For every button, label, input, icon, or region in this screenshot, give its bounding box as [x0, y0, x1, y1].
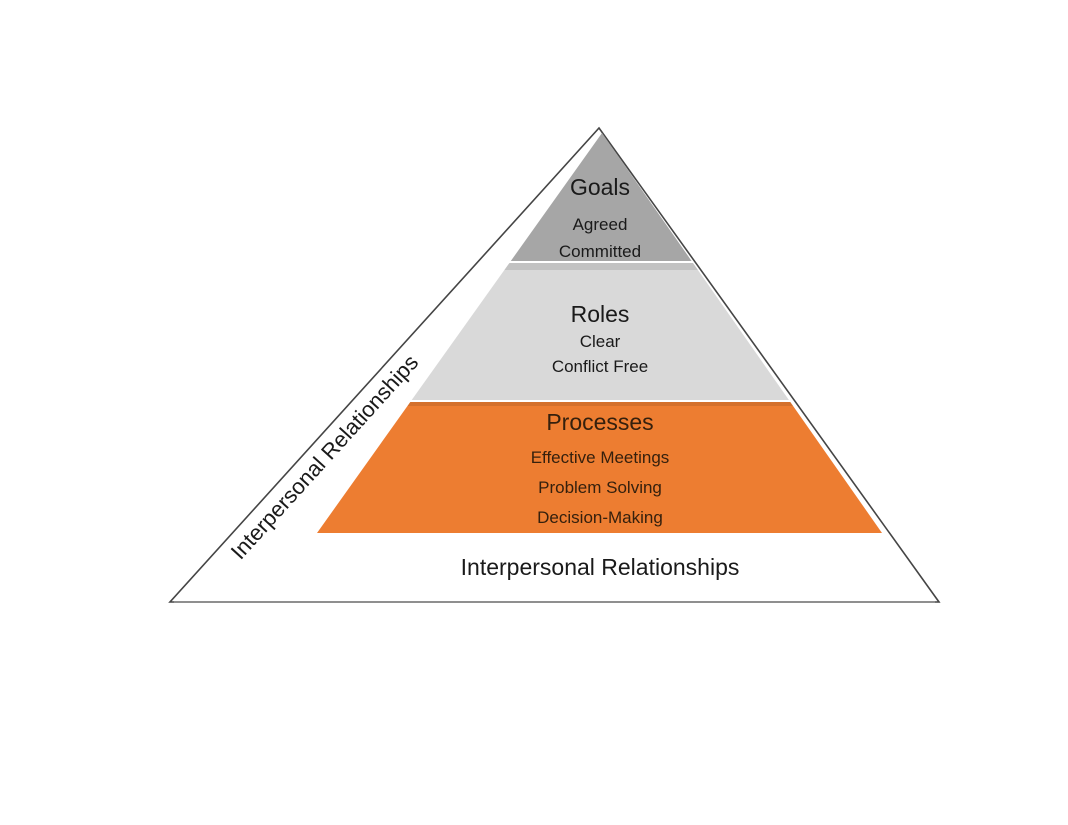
layer-roles-item-clear: Clear [580, 332, 621, 351]
layer-processes-item-effective-meetings: Effective Meetings [531, 448, 670, 467]
layer-roles-shape [411, 263, 789, 400]
layer-processes-shape [317, 402, 882, 533]
layer-processes-top-shade [407, 402, 794, 406]
layer-goals-item-agreed: Agreed [573, 215, 628, 234]
layer-roles-item-conflict-free: Conflict Free [552, 357, 648, 376]
layer-goals-shape [510, 133, 692, 261]
base-label-interpersonal-relationships: Interpersonal Relationships [461, 554, 740, 580]
layer-goals-item-committed: Committed [559, 242, 641, 261]
layer-processes-item-decision-making: Decision-Making [537, 508, 663, 527]
layer-processes-item-problem-solving: Problem Solving [538, 478, 662, 497]
layer-roles-title: Roles [571, 301, 630, 327]
layer-goals-title: Goals [570, 174, 630, 200]
layer-processes-title: Processes [546, 409, 653, 435]
layer-roles-top-shade [504, 263, 698, 270]
